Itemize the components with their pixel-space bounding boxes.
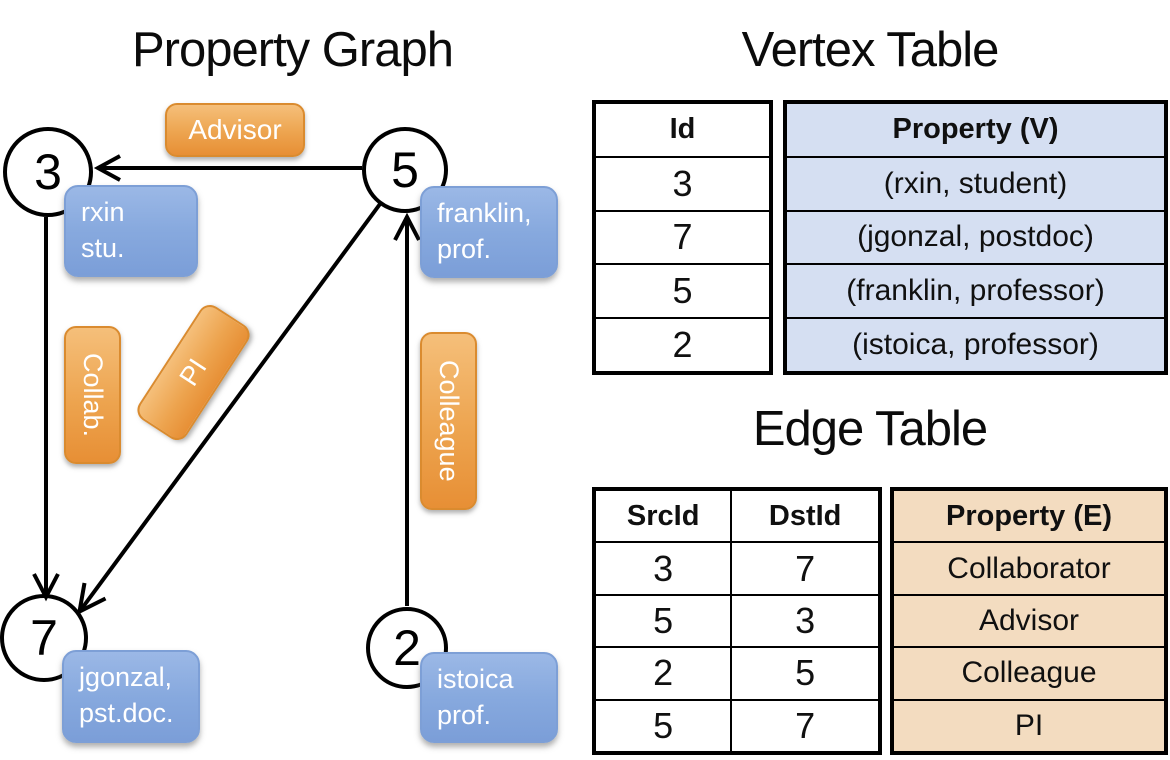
vertex-property-line: prof.	[437, 233, 492, 264]
edge-label-colleague: Colleague	[420, 332, 477, 510]
vertex-property-line: prof.	[437, 699, 492, 730]
vertex-node-3: 3	[3, 127, 93, 217]
vertex-id-label: 5	[391, 142, 419, 198]
vertex-id-label: 7	[30, 610, 58, 666]
edge-table-srcid-cell: 2	[595, 647, 732, 700]
vertex-id-label: 3	[34, 144, 62, 200]
vertex-property-box-7: jgonzal, pst.doc.	[62, 650, 200, 743]
edge-arrow-2-to-5	[393, 212, 421, 606]
edge-table-property-column: Property (E) Collaborator Advisor Collea…	[890, 487, 1168, 755]
vertex-property-line: franklin,	[437, 198, 532, 228]
edge-table-dstid-header: DstId	[731, 490, 879, 543]
edge-table-property-cell: PI	[893, 699, 1165, 752]
edge-label-pi: PI	[132, 300, 255, 445]
property-graph-title: Property Graph	[132, 23, 454, 77]
vertex-property-line: stu.	[81, 232, 125, 263]
edge-table-dstid-cell: 5	[731, 647, 879, 700]
vertex-property-line: istoica	[437, 664, 514, 694]
edge-table-srcid-header: SrcId	[595, 490, 732, 543]
edge-table: SrcId DstId 3 7 5 3 2 5 5 7 Property (E)…	[592, 487, 1168, 755]
vertex-property-box-5: franklin, prof.	[420, 186, 558, 278]
vertex-table-id-header: Id	[595, 103, 770, 157]
edge-table-srcid-cell: 5	[595, 699, 732, 752]
edge-table-property-cell: Collaborator	[893, 542, 1165, 595]
vertex-table-id-cell: 5	[595, 264, 770, 319]
vertex-table-id-cell: 7	[595, 210, 770, 265]
edge-table-dstid-cell: 3	[731, 594, 879, 648]
edge-table-dstid-cell: 7	[731, 542, 879, 595]
edge-arrow-5-to-3	[93, 154, 362, 182]
vertex-property-line: rxin	[81, 197, 125, 227]
edge-label-collab: Collab.	[64, 326, 121, 464]
vertex-table: Id 3 7 5 2 Property (V) (rxin, student) …	[592, 100, 1168, 375]
vertex-table-property-header: Property (V)	[786, 103, 1165, 157]
edge-table-property-header: Property (E)	[893, 490, 1165, 543]
edge-table-srcid-cell: 5	[595, 594, 732, 648]
vertex-table-id-cell: 2	[595, 318, 770, 372]
edge-table-dstid-cell: 7	[731, 699, 879, 752]
edge-table-property-cell: Colleague	[893, 647, 1165, 700]
edge-label-advisor: Advisor	[165, 103, 305, 157]
vertex-table-property-cell: (istoica, professor)	[786, 318, 1165, 372]
vertex-table-title: Vertex Table	[741, 23, 1000, 77]
vertex-table-property-cell: (franklin, professor)	[786, 264, 1165, 319]
vertex-table-property-cell: (jgonzal, postdoc)	[786, 210, 1165, 265]
vertex-table-property-column: Property (V) (rxin, student) (jgonzal, p…	[783, 100, 1168, 375]
edge-table-srcid-cell: 3	[595, 542, 732, 595]
edge-table-property-cell: Advisor	[893, 594, 1165, 648]
vertex-property-line: jgonzal,	[79, 662, 173, 692]
vertex-table-id-column: Id 3 7 5 2	[592, 100, 773, 375]
vertex-property-box-3: rxin stu.	[64, 185, 198, 277]
vertex-property-box-2: istoica prof.	[420, 652, 558, 743]
edge-table-src-dst-columns: SrcId DstId 3 7 5 3 2 5 5 7	[592, 487, 882, 755]
vertex-property-line: pst.doc.	[79, 697, 174, 728]
vertex-id-label: 2	[393, 620, 421, 676]
edge-arrow-3-to-7	[32, 217, 60, 602]
vertex-table-id-cell: 3	[595, 156, 770, 211]
vertex-table-property-cell: (rxin, student)	[786, 156, 1165, 211]
edge-table-title: Edge Table	[752, 402, 988, 456]
